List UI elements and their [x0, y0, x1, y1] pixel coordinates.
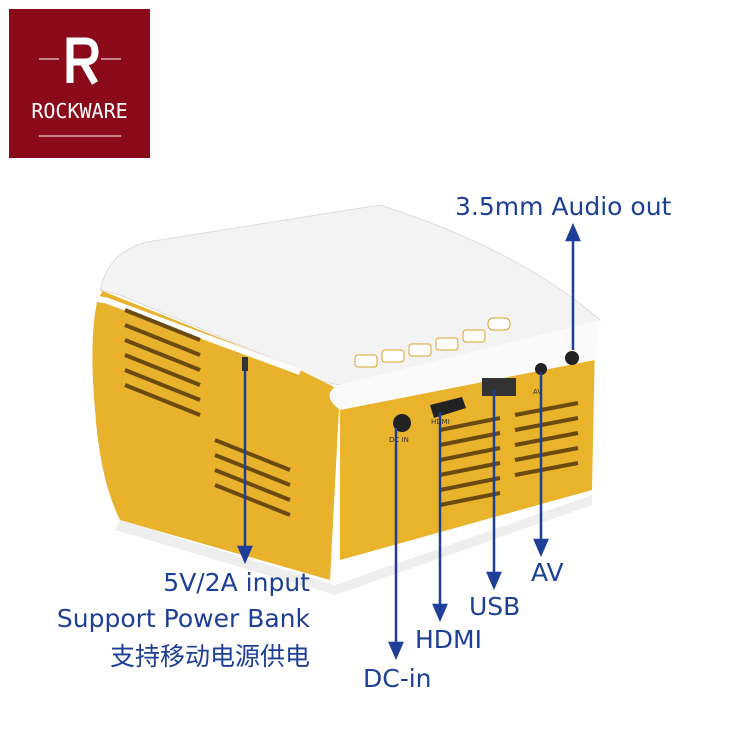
- port-mark-dc-in: DC IN: [389, 436, 409, 444]
- port-mark-hdmi: HDMI: [431, 418, 450, 426]
- label-power-bank-cn: 支持移动电源供电: [109, 642, 310, 671]
- logo-brand-text: ROCKWARE: [31, 99, 128, 123]
- label-av: AV: [531, 558, 564, 587]
- label-hdmi: HDMI: [415, 625, 482, 654]
- logo-mark: [39, 37, 121, 137]
- label-power-bank: Support Power Bank: [56, 604, 310, 633]
- label-audio-out: 3.5mm Audio out: [455, 192, 672, 221]
- label-power-input: 5V/2A input: [163, 568, 310, 597]
- label-usb: USB: [469, 592, 521, 621]
- rockware-logo: ROCKWARE: [9, 9, 150, 158]
- label-dc-in: DC-in: [363, 664, 432, 693]
- port-mark-av: AV: [533, 388, 543, 396]
